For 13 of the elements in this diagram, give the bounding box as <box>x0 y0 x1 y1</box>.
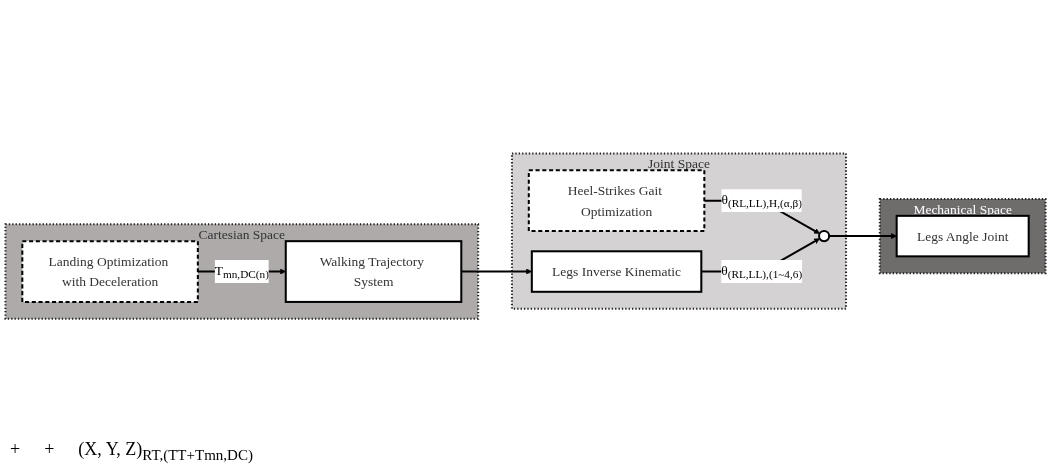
edge-label: θ$_{(RL,LL),(1~4,6)}$ <box>721 262 803 281</box>
signal-label: (X, Y, Z)$_{RT,(TT+Tmn,DC)}$ <box>78 439 253 464</box>
arrow <box>829 233 897 239</box>
node-box: Walking Trajectory System <box>284 240 463 303</box>
node-box: Legs Inverse Kinematic <box>530 250 703 293</box>
node-box: Heel-Strikes Gait Optimization <box>527 169 706 232</box>
node-box: Landing Optimization with Deceleration <box>21 240 199 303</box>
edge-label: T$_{mn,DC(n)}$ <box>214 262 269 281</box>
node-circle <box>818 229 831 243</box>
sum-sign: + <box>44 439 55 462</box>
edge-label: θ$_{(RL,LL),H,(α,β)}$ <box>721 191 802 210</box>
node-box: Legs Angle Joint <box>895 214 1030 258</box>
sum-sign: + <box>10 439 21 462</box>
